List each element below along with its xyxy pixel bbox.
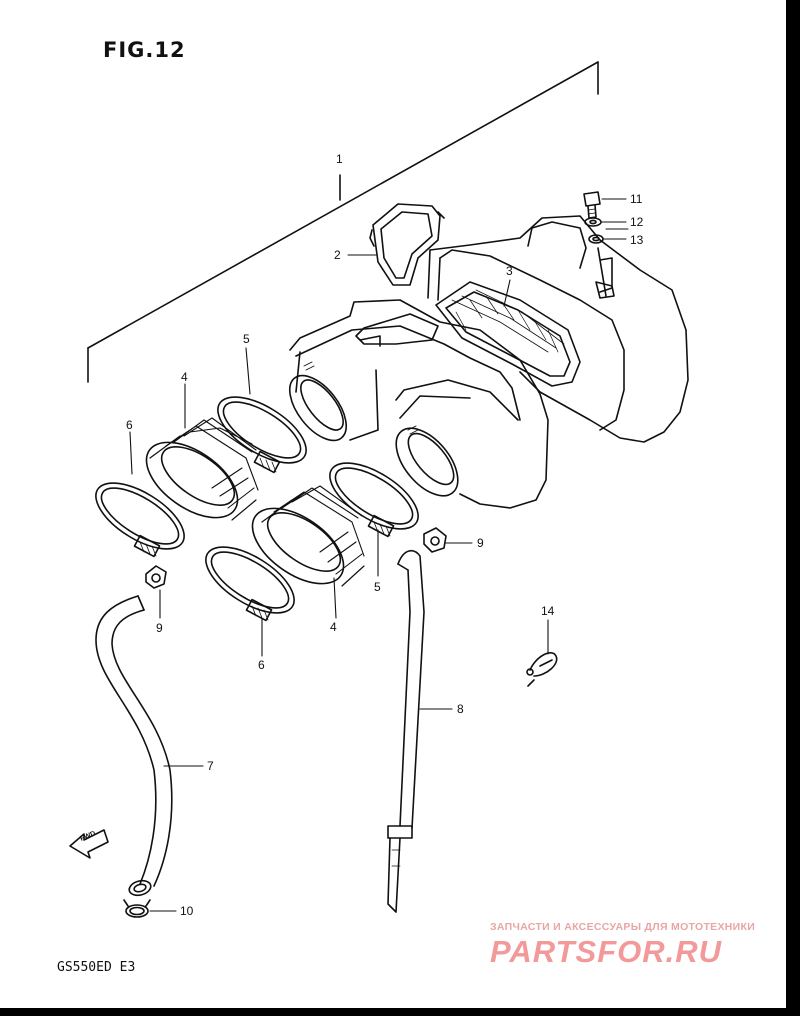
leader-lines [129,198,629,912]
part-9-clip-left [145,565,167,589]
callout-4-lower: 4 [330,620,337,634]
part-10-clamp [123,899,151,918]
watermark-brand: PARTSFOR.RU [490,934,723,969]
part-11-bolt [583,191,601,219]
callout-3: 3 [506,264,513,278]
part-3-filter-element [435,281,581,387]
bottom-frame-edge [0,1008,800,1016]
callout-2: 2 [334,248,341,262]
callout-4-upper: 4 [181,370,188,384]
air-cleaner-case [427,215,689,443]
callout-13: 13 [630,233,644,247]
part-6-clamp-upper [95,482,185,558]
part-13-washer [588,234,604,244]
fwd-arrow-icon [69,829,109,859]
callout-8: 8 [457,702,464,716]
callout-9-right: 9 [477,536,484,550]
part-14-clip [526,652,558,687]
part-5-clamp-upper [217,396,307,474]
air-cleaner-outlets [288,299,549,509]
part-2-cover [369,203,445,286]
callout-6-upper: 6 [126,418,133,432]
part-9-clip-right [423,527,447,553]
callout-10: 10 [180,904,194,918]
callout-11: 11 [630,192,643,206]
callout-5-upper: 5 [243,332,250,346]
callout-14: 14 [541,604,555,618]
figure-title: FIG.12 [103,38,186,62]
callout-5-lower: 5 [374,580,381,594]
part-8-breather-tube [387,549,425,913]
part-12-washer [584,217,602,227]
assembly-bracket [87,61,599,383]
part-7-hose [95,595,173,897]
callout-12: 12 [630,215,644,229]
callout-1: 1 [336,152,343,166]
callout-7: 7 [207,759,214,773]
watermark-tagline: ЗАПЧАСТИ И АКСЕССУАРЫ ДЛЯ МОТОТЕХНИКИ [490,921,756,933]
part-6-clamp-lower [205,546,295,622]
callout-9-left: 9 [156,621,163,635]
model-code: GS550ED E3 [57,960,136,975]
right-frame-edge [786,0,800,1016]
part-5-clamp-lower [329,462,419,538]
part-4-boot-upper [145,417,259,521]
callout-6-lower: 6 [258,658,265,672]
